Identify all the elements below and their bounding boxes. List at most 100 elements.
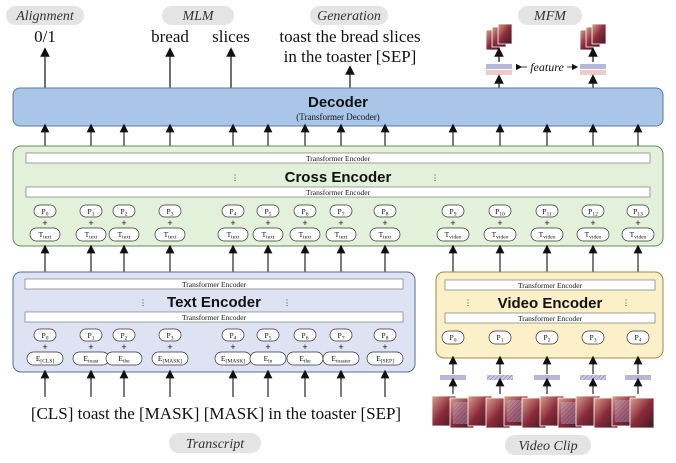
position-label: P3 [167, 207, 174, 218]
token-label: Ttext [299, 230, 312, 241]
position-label: P8 [382, 207, 389, 218]
text-dots-right: ⋮ [283, 298, 291, 307]
token-label: Ethe [299, 354, 311, 365]
generation-output-line2: in the toaster [SEP] [284, 47, 417, 66]
plus-sign: + [167, 342, 172, 352]
cross-layer-label-top: Transformer Encoder [306, 154, 371, 163]
position-label: P0 [42, 207, 49, 218]
token-label: Etoaster [331, 354, 350, 365]
token-label: Etoast [84, 354, 99, 365]
mfm-frames-left [485, 23, 513, 51]
plus-sign: + [42, 342, 47, 352]
position-embedding [33, 328, 57, 342]
token-embedding [105, 351, 143, 366]
position-embedding [373, 328, 397, 342]
position-embedding [581, 204, 605, 218]
position-embedding [112, 204, 136, 218]
video-layer-label-top: Transformer Encoder [518, 281, 583, 290]
token-embedding [530, 227, 564, 242]
masked-frame-overlay [507, 400, 525, 422]
token-label: Tvideo [492, 230, 509, 241]
plus-sign: + [42, 218, 47, 228]
token-label: E[MASK] [221, 354, 245, 365]
video-position-label: P3 [590, 333, 597, 344]
plus-sign: + [450, 218, 455, 228]
token-label: Ein [264, 354, 273, 365]
position-label: P8 [382, 331, 389, 342]
alignment-output: 0/1 [34, 27, 56, 46]
video-position-label: P0 [450, 333, 457, 344]
plus-sign: + [265, 218, 270, 228]
video-position-label: P2 [544, 333, 551, 344]
token-embedding [325, 227, 357, 242]
position-label: P2 [121, 207, 128, 218]
position-label: P6 [302, 207, 309, 218]
video-position-embedding [626, 330, 650, 345]
task-label: MFM [533, 9, 567, 24]
task-label: Generation [317, 9, 381, 24]
position-embedding [256, 328, 280, 342]
token-label: Ttext [379, 230, 392, 241]
plus-sign: + [88, 342, 93, 352]
token-embedding [75, 227, 107, 242]
token-embedding [154, 227, 186, 242]
position-embedding [256, 204, 280, 218]
transcript-text: [CLS] toast the [MASK] [MASK] in the toa… [31, 404, 401, 423]
plus-sign: + [338, 342, 343, 352]
token-label: Tvideo [539, 230, 556, 241]
video-dots-right: ⋮ [622, 298, 630, 307]
token-embedding [322, 351, 360, 366]
feature-label: feature [530, 60, 564, 74]
position-label: P1 [88, 207, 95, 218]
video-layer-label-bottom: Transformer Encoder [518, 314, 583, 323]
video-position-embedding [441, 330, 465, 345]
plus-sign: + [302, 218, 307, 228]
cross-encoder-block: Transformer Encoder ⋮ Cross Encoder ⋮ Tr… [12, 145, 664, 247]
video-position-embedding [581, 330, 605, 345]
text-layer-label-top: Transformer Encoder [182, 280, 247, 289]
decoder-title: Decoder [308, 94, 368, 111]
position-label: P9 [450, 207, 457, 218]
position-embedding [293, 204, 317, 218]
position-label: P7 [338, 331, 345, 342]
plus-sign: + [382, 342, 387, 352]
position-embedding [488, 204, 512, 218]
position-embedding [33, 204, 57, 218]
position-embedding [221, 204, 245, 218]
plus-sign: + [590, 218, 595, 228]
cross-layer-label-bottom: Transformer Encoder [306, 188, 371, 197]
video-encoder-title: Video Encoder [498, 295, 603, 312]
token-label: Ttext [164, 230, 177, 241]
video-clip-pill: Video Clip [505, 435, 591, 455]
position-label: P3 [167, 331, 174, 342]
token-label: Ttext [262, 230, 275, 241]
token-embedding [436, 227, 470, 242]
position-embedding [441, 204, 465, 218]
video-position-embedding [535, 330, 559, 345]
plus-sign: + [167, 218, 172, 228]
cross-token-row: P0+TtextP1+TtextP2+TtextP3+TtextP4+Ttext… [29, 204, 655, 242]
plus-sign: + [382, 218, 387, 228]
task-label: MLM [181, 9, 214, 24]
token-label: Ttext [335, 230, 348, 241]
token-embedding [369, 227, 401, 242]
token-label: Ttext [39, 230, 52, 241]
plus-sign: + [121, 218, 126, 228]
token-embedding [576, 227, 610, 242]
video-clip-frames [431, 395, 655, 429]
task-pill-generation: Generation [310, 6, 388, 25]
mlm-output-bread: bread [151, 27, 189, 46]
encoder-to-cross-arrows [40, 244, 643, 272]
position-label: P0 [42, 331, 49, 342]
video-input-arrows [448, 355, 643, 394]
position-embedding [329, 204, 353, 218]
position-embedding [373, 204, 397, 218]
video-encoder-block: Transformer Encoder ⋮ Video Encoder ⋮ Tr… [435, 271, 664, 359]
token-label: E[MASK] [158, 354, 182, 365]
token-embedding [366, 351, 404, 366]
text-token-row: P0+E[CLS]P1+EtoastP2+EtheP3+E[MASK]P4+E[… [26, 328, 404, 366]
plus-sign: + [230, 342, 235, 352]
plus-sign: + [338, 218, 343, 228]
token-label: Tvideo [630, 230, 647, 241]
